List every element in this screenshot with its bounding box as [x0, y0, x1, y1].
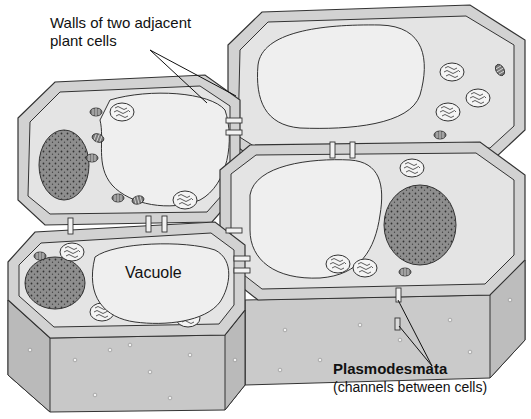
cell-d-part: [220, 142, 525, 300]
organelle-label: Vacuole: [125, 264, 182, 282]
cell-b-part: [436, 103, 460, 121]
cell-b-part: [440, 63, 464, 81]
pit-dots-part: [398, 338, 402, 342]
plasmodesmata-part: [226, 228, 242, 233]
plasmodesmata-part: [234, 268, 250, 273]
cell-b-part: [257, 25, 424, 128]
cell-c-part: [19, 233, 234, 327]
cell-c-part: [8, 222, 245, 338]
cell-d-part: [353, 259, 377, 277]
plasmodesmata-callout: Plasmodesmata: [333, 360, 529, 378]
cell-b-part: [238, 16, 514, 150]
plasmodesmata-part: [68, 218, 73, 234]
pit-dots-part: [318, 358, 322, 362]
plasmodesmata-part: [234, 256, 250, 261]
cell-a-part: [86, 154, 98, 162]
cell-a-part: [28, 86, 230, 214]
cell-c-part: [60, 243, 84, 261]
cell-a-part: [90, 108, 102, 116]
cell-b-part: [434, 131, 446, 139]
cell-d-part: [400, 159, 424, 177]
plasmodesmata-part: [226, 118, 242, 123]
cell-a-part: [18, 75, 240, 225]
leader-lines-part: [398, 300, 432, 366]
cell-a-part: [100, 93, 229, 206]
pit-dots-part: [73, 358, 77, 362]
pit-dots-part: [508, 298, 512, 302]
cell-d-part: [250, 160, 382, 278]
plasmodesmata-part: [226, 130, 242, 135]
cell-b-part: [466, 89, 490, 107]
pit-dots-part: [128, 343, 132, 347]
pit-dots-part: [168, 396, 172, 400]
pit-dots-part: [278, 368, 282, 372]
cell-a-part: [173, 191, 197, 209]
cell-b-part: [228, 5, 525, 160]
pit-dots-part: [233, 358, 237, 362]
cell-a-part: [91, 132, 105, 144]
cell-d-part: [326, 255, 350, 273]
vacuole-shape: Vacuole: [85, 242, 235, 327]
pit-dots-part: [188, 353, 192, 357]
cell-c-part: [25, 257, 85, 309]
cell-c: [8, 222, 245, 338]
pit-dots-part: [148, 370, 152, 374]
plasmodesmata-part: [350, 142, 355, 158]
cell-a-part: [131, 195, 145, 206]
cell-a-part: [110, 103, 134, 121]
pit-dots-part: [358, 323, 362, 327]
vacuole-outline: [85, 242, 235, 327]
pit-dots-part: [468, 350, 472, 354]
cell-d-part: [399, 268, 411, 276]
cell-a-part: [112, 194, 124, 202]
pit-dots-part: [283, 328, 287, 332]
plasmodesmata-note: (channels between cells): [333, 379, 529, 396]
pit-dots-part: [448, 318, 452, 322]
cell-d-part: [384, 185, 456, 265]
cell-a: [18, 75, 240, 225]
plasmodesmata-part: [330, 142, 335, 158]
cell-b: [228, 5, 525, 160]
pit-dots-part: [108, 348, 112, 352]
plasmodesmata: [68, 118, 401, 330]
leader-lines-part: [150, 50, 236, 96]
plasmodesmata-part: [162, 216, 167, 232]
cell-c-part: [34, 252, 46, 260]
pit-dots-part: [28, 348, 32, 352]
plasmodesmata-part: [146, 216, 151, 232]
cell-d: [220, 142, 525, 300]
pit-dots-part: [93, 393, 97, 397]
wall-callout: Walls of two adjacent plant cells: [50, 14, 218, 50]
cell-d-part: [231, 153, 514, 289]
leader-lines-part: [150, 50, 207, 103]
cell-a-part: [39, 130, 89, 200]
vacuole-outline: [92, 244, 228, 324]
cell-b-part: [494, 63, 507, 77]
plasmodesmata-part: [395, 318, 400, 330]
